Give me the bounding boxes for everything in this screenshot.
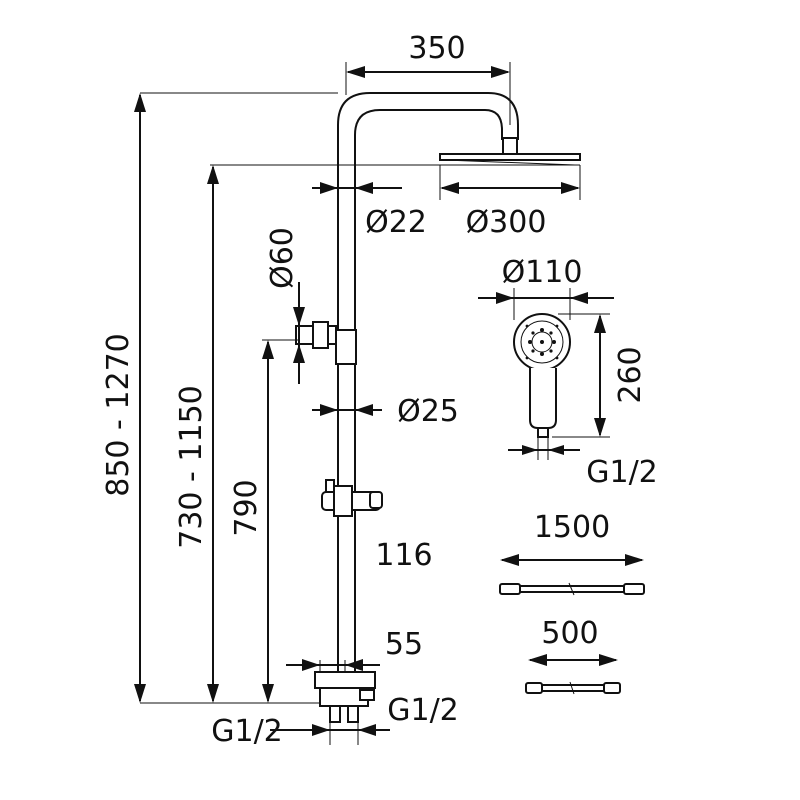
valve-width-label: 55 [385,627,423,662]
riser-pipe [337,92,519,690]
holder-height-label: 790 [229,479,264,536]
lower-pipe-diameter-dimension: Ø25 [312,394,459,429]
hand-shower-thread-label: G1/2 [586,455,658,490]
hose-short-label: 500 [541,616,598,651]
hand-shower-slider [321,479,383,517]
lower-pipe-diameter-label: Ø25 [397,394,459,429]
hand-shower-length-dimension: 260 [552,313,648,438]
overhead-width-dimension: 350 [345,31,511,125]
head-shower-diameter-dimension: Ø300 [439,165,581,240]
head-shower [439,137,581,166]
head-height-dimension: 730 - 1150 [174,165,219,703]
overhead-width-label: 350 [408,31,465,66]
hand-shower-diameter-label: Ø110 [502,255,583,290]
upper-pipe-diameter-dimension: Ø22 [312,182,427,240]
nozzle-dots [525,324,559,360]
total-height-dimension: 850 - 1270 [101,93,146,703]
slider-size-label: 116 [375,538,432,573]
hand-shower [513,313,571,438]
total-height-label: 850 - 1270 [101,333,136,497]
valve-width-dimension: 55 [286,627,423,672]
hand-shower-length-label: 260 [613,346,648,403]
hand-shower-diameter-dimension: Ø110 [478,255,614,320]
outlet-thread-right-label: G1/2 [387,693,459,728]
mixer-valve [314,671,376,723]
hose-long: 1500 [499,510,645,596]
hand-shower-thread-dimension: G1/2 [508,437,658,490]
head-height-label: 730 - 1150 [174,385,209,549]
hose-short: 500 [525,616,621,695]
wall-bracket [295,321,357,365]
head-shower-diameter-label: Ø300 [466,205,547,240]
holder-diameter-label: Ø60 [265,227,300,289]
holder-diameter-dimension: Ø60 [265,227,305,384]
inlet-thread-left-label: G1/2 [211,714,283,749]
inlet-thread-dimension: G1/2 G1/2 [211,693,459,749]
hose-long-label: 1500 [534,510,610,545]
upper-pipe-diameter-label: Ø22 [365,205,427,240]
slider-size-dimension: 116 [337,515,433,573]
holder-height-dimension: 790 [229,340,274,703]
